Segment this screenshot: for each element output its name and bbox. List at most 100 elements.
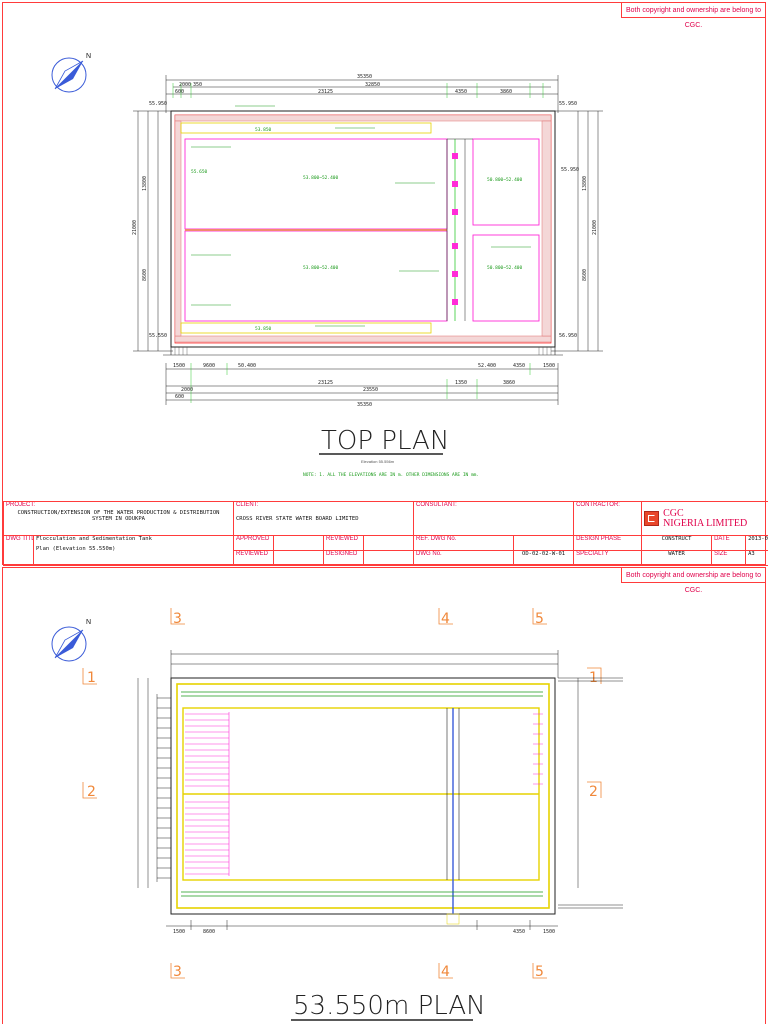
elev-channel-top: 53.850 xyxy=(255,127,272,133)
top-plan-subtitle: Elevation 55.556m xyxy=(361,459,395,464)
size-value: A3 xyxy=(745,550,768,566)
ref-dwg-label: REF. DWG No. xyxy=(413,535,515,551)
project-line-2: SYSTEM IN ODUKPA xyxy=(92,516,145,522)
north-arrow-icon: N xyxy=(51,53,91,93)
dim-1350-bottom: 1350 xyxy=(455,380,467,386)
cgc-logo-icon xyxy=(644,511,660,526)
elev-bottom-right: 52.400 xyxy=(478,363,496,369)
top-pipe-row xyxy=(181,691,543,897)
dim-23125-top: 23125 xyxy=(318,89,333,95)
flocculator-hatching xyxy=(185,712,230,876)
axis-label-5-top: 5 xyxy=(535,611,544,627)
basin-4-elevation: 50.800~52.400 xyxy=(487,265,523,271)
client-label: CLIENT: xyxy=(236,502,259,509)
specialty-value: WATER xyxy=(641,550,713,566)
elevation-plan-title: 53.550m PLAN xyxy=(293,991,486,1021)
dim-4350-bottom: 4350 xyxy=(513,363,525,369)
consultant-cell: CONSULTANT: xyxy=(413,501,575,536)
contractor-name-1: CGC xyxy=(663,507,684,519)
dwg-title-label: DWG TITLE xyxy=(3,535,34,566)
elev-right-mid: 55.950 xyxy=(561,167,579,173)
dim-23125-bottom: 23125 xyxy=(318,380,333,386)
approved-label: APPROVED xyxy=(233,535,274,551)
dim-2000-bottom: 2000 xyxy=(181,387,193,393)
axis-label-5-bottom: 5 xyxy=(535,964,544,980)
copyright-notice-2: Both copyright and ownership are belong … xyxy=(621,568,765,594)
elev-bottom-left: 50.400 xyxy=(238,363,256,369)
client-cell: CLIENT: CROSS RIVER STATE WATER BOARD LI… xyxy=(232,501,415,536)
contractor-name-2: NIGERIA LIMITED xyxy=(663,517,748,529)
reviewed-label-1: REVIEWED xyxy=(323,535,364,551)
axis-markers xyxy=(82,608,602,979)
top-plan-note: NOTE: 1. ALL THE ELEVATIONS ARE IN m. OT… xyxy=(303,472,479,478)
project-line-1: CONSTRUCTION/EXTENSION OF THE WATER PROD… xyxy=(17,510,220,516)
dim-ticks-green xyxy=(172,83,544,98)
reviewed-label-2: REVIEWED xyxy=(233,550,274,566)
elev-basin-left: 55.650 xyxy=(191,169,208,175)
axis-label-2-right: 2 xyxy=(589,784,598,800)
leader-lines xyxy=(191,105,531,327)
left-stairs xyxy=(156,694,171,882)
bottom-pipe-strip xyxy=(163,347,563,356)
side-dimension-lines xyxy=(133,110,603,352)
dwg-title-line-1: Flocculation and Sedimentation Tank xyxy=(36,536,152,543)
dim-600-top: 600 xyxy=(175,89,184,95)
dim-4350-2: 4350 xyxy=(513,929,525,935)
client-value: CROSS RIVER STATE WATER BOARD LIMITED xyxy=(236,516,359,522)
elev-left-bottom: 55.550 xyxy=(149,333,167,339)
elev-left-top: 55.950 xyxy=(149,101,167,107)
basin-2-elevation: 53.800~52.400 xyxy=(303,265,339,271)
dwg-title-line-2: Plan (Elevation 55.550m) xyxy=(36,546,116,552)
specialty-label: SPECIALTY xyxy=(573,550,643,566)
valve-markers xyxy=(452,153,458,305)
date-label: DATE xyxy=(711,535,747,551)
dim-1500-bottom-left: 1500 xyxy=(173,363,185,369)
drawing-sheet-53550-plan: Both copyright and ownership are belong … xyxy=(2,567,766,1024)
designed-label: DESIGNED xyxy=(323,550,364,566)
elev-right-top: 55.950 xyxy=(559,101,577,107)
elev-channel-bottom: 53.850 xyxy=(255,326,272,332)
pipe-hatching xyxy=(174,347,552,355)
contractor-label-cell: CONTRACTOR: xyxy=(573,501,643,536)
dim-3860-bottom: 3860 xyxy=(503,380,515,386)
tank-outline-2 xyxy=(170,677,556,915)
north-label: N xyxy=(86,53,91,60)
elevation-plan-drawing: N 3 4 5 1 2 1 2 3 4 5 xyxy=(51,608,623,1021)
axis-label-2-left: 2 xyxy=(87,784,96,800)
axis-label-3-top: 3 xyxy=(173,611,182,627)
project-label: PROJECT: xyxy=(6,502,36,509)
axis-label-4-top: 4 xyxy=(441,611,450,627)
dim-8600-right: 8600 xyxy=(582,269,588,281)
elev-right-bottom: 56.950 xyxy=(559,333,577,339)
north-arrow-icon-2: N xyxy=(51,619,91,662)
dim-1500-bottom-right: 1500 xyxy=(543,363,555,369)
top-plan-drawing: N 35350 32850 2000 350 600 23125 4350 38… xyxy=(51,53,603,478)
dwg-title-cell: Flocculation and Sedimentation Tank Plan… xyxy=(33,535,234,566)
dim-8600-2: 8600 xyxy=(203,929,215,935)
top-dimension-lines xyxy=(165,75,559,113)
tank-outline xyxy=(170,110,556,348)
dim-4350-top: 4350 xyxy=(455,89,467,95)
top-plan-title: TOP PLAN xyxy=(321,426,449,456)
axis-label-3-bottom: 3 xyxy=(173,964,182,980)
dim-23550-bottom: 23550 xyxy=(363,387,378,393)
dim-600-bottom: 600 xyxy=(175,394,184,400)
reviewed-value-2 xyxy=(273,550,324,566)
dim-1500-right-2: 1500 xyxy=(543,929,555,935)
dim-height-left: 21000 xyxy=(132,220,138,235)
dim-1500-left-2: 1500 xyxy=(173,929,185,935)
reviewed-value-1 xyxy=(362,535,415,551)
dim-sub-top: 32850 xyxy=(365,82,380,88)
design-phase-value: CONSTRUCT xyxy=(641,535,713,551)
consultant-label: CONSULTANT: xyxy=(416,502,457,509)
basin-3-elevation: 50.800~52.400 xyxy=(487,177,523,183)
dim-3860-top: 3860 xyxy=(500,89,512,95)
drawing-sheet-top-plan: Both copyright and ownership are belong … xyxy=(2,2,768,566)
approved-value xyxy=(273,535,324,551)
designed-value xyxy=(362,550,415,566)
dwg-no-value: OD-02-02-W-01 xyxy=(513,550,575,566)
title-block: PROJECT: CONSTRUCTION/EXTENSION OF THE W… xyxy=(3,501,768,566)
dim-13800-right: 13800 xyxy=(582,176,588,191)
dim-overall-bottom: 35350 xyxy=(357,402,372,408)
